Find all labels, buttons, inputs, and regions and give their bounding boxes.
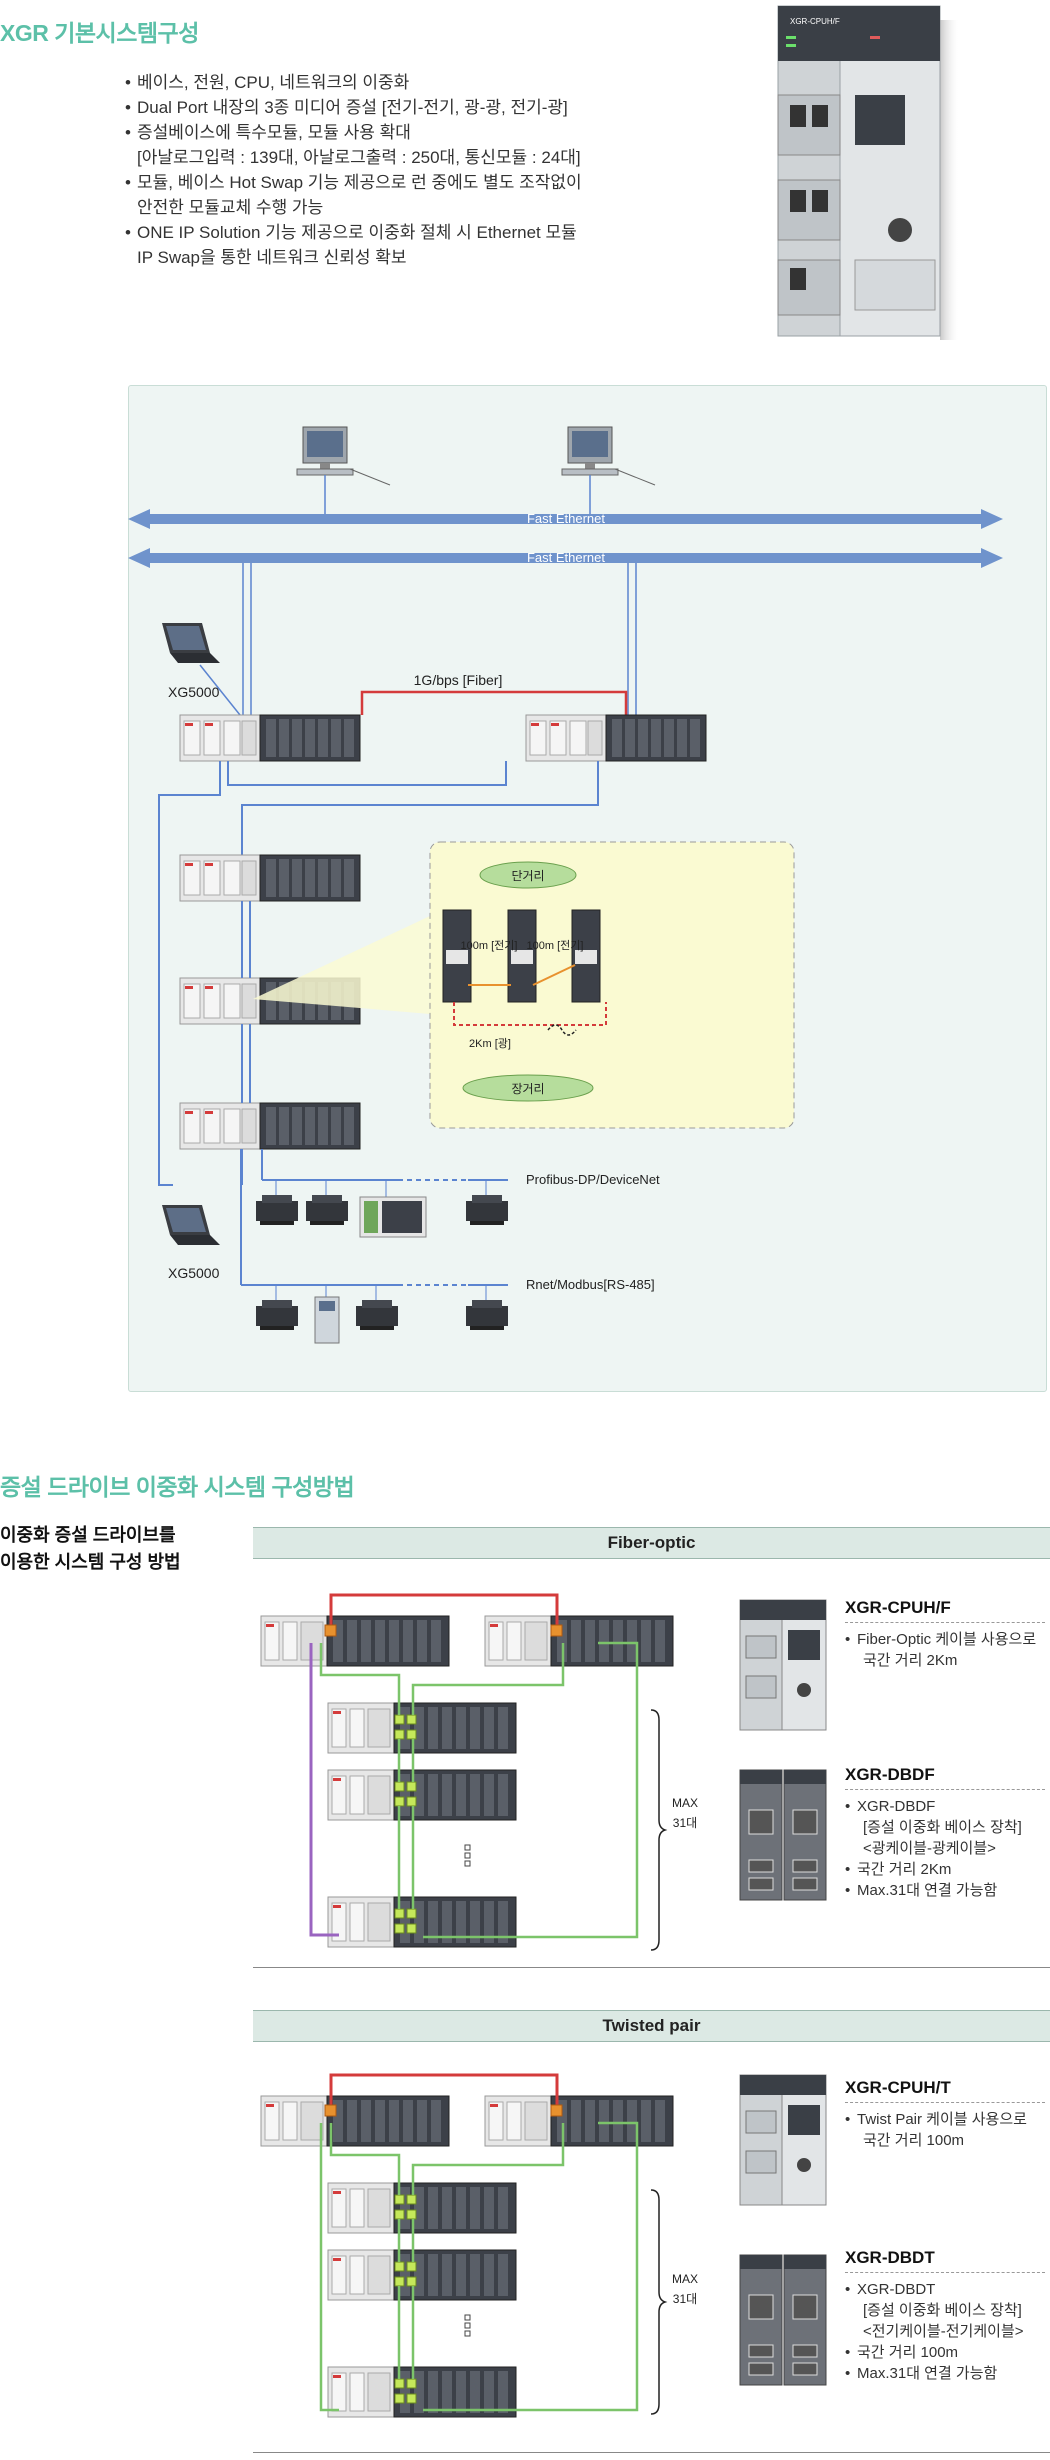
feature-item: 증설베이스에 특수모듈, 모듈 사용 확대 [125, 120, 645, 145]
field-device-icon [256, 1195, 298, 1225]
feature-item-continued: IP Swap을 통한 네트워크 신뢰성 확보 [137, 248, 407, 267]
distance-100m-left: 100m [전기] [461, 939, 518, 952]
side-label-line: 이용한 시스템 구성 방법 [0, 1552, 181, 1572]
product-feature: 국간 거리 100m [863, 2132, 965, 2149]
cpu-rack-secondary [484, 2095, 674, 2147]
product-model-label: XGR-CPUH/F [790, 17, 840, 26]
field-device-icon [256, 1300, 298, 1330]
expansion-rack [327, 2182, 517, 2234]
field-device-icon [466, 1300, 508, 1330]
product-feature: 국간 거리 100m [845, 2342, 1045, 2363]
feature-item-continued: [아날로그입력 : 139대, 아날로그출력 : 250대, 통신모듈 : 24… [137, 148, 581, 167]
section-title-expansion-redundancy: 증설 드라이브 이중화 시스템 구성방법 [0, 1474, 355, 1500]
xg5000-bottom-label: XG5000 [168, 1265, 220, 1281]
xgr-cpuh-t-info: XGR-CPUH/T Twist Pair 케이블 사용으로 국간 거리 100… [845, 2078, 1045, 2151]
product-name: XGR-CPUH/T [845, 2078, 1045, 2103]
side-label-line: 이중화 증설 드라이브를 [0, 1525, 176, 1545]
product-feature: [증설 이중화 베이스 장착] [863, 2302, 1022, 2319]
expansion-rack [327, 1896, 517, 1948]
product-name: XGR-CPUH/F [845, 1598, 1045, 1623]
feature-item: 모듈, 베이스 Hot Swap 기능 제공으로 런 중에도 별도 조작없이 [125, 170, 645, 195]
xgr-dbdf-info: XGR-DBDF XGR-DBDF [증설 이중화 베이스 장착] <광케이블-… [845, 1765, 1045, 1901]
product-feature: <전기케이블-전기케이블> [863, 2323, 1024, 2340]
cpu-rack-secondary [484, 1615, 674, 1667]
product-feature: <광케이블-광케이블> [863, 1840, 996, 1857]
xgr-dbdf-photo [739, 1769, 827, 1901]
feature-item-continued: 안전한 모듈교체 수행 가능 [137, 198, 324, 217]
cpu-rack-primary [260, 1615, 450, 1667]
field-device-icon [306, 1195, 348, 1225]
section-title-basic-system: XGR 기본시스템구성 [0, 20, 199, 46]
xgr-cpuh-t-photo [739, 2074, 827, 2206]
expansion-rack [327, 2249, 517, 2301]
divider [253, 2452, 1050, 2453]
fiber-optic-diagram: MAX 31대 [260, 1593, 698, 1951]
product-feature-list: XGR-DBDT [증설 이중화 베이스 장착] <전기케이블-전기케이블> 국… [845, 2279, 1045, 2384]
xgr-cpuh-f-info: XGR-CPUH/F Fiber-Optic 케이블 사용으로 국간 거리 2K… [845, 1598, 1045, 1671]
feature-item: Dual Port 내장의 3종 미디어 증설 [전기-전기, 광-광, 전기-… [125, 95, 645, 120]
product-feature-list: XGR-DBDF [증설 이중화 베이스 장착] <광케이블-광케이블> 국간 … [845, 1796, 1045, 1901]
laptop-icon [162, 623, 220, 663]
profibus-label: Profibus-DP/DeviceNet [526, 1172, 660, 1187]
cpu-module-photo: XGR-CPUH/F [777, 5, 958, 340]
feature-list: 베이스, 전원, CPU, 네트워크의 이중화 Dual Port 내장의 3종… [125, 70, 645, 270]
twisted-pair-diagram: MAX 31대 [260, 2073, 698, 2418]
short-distance-label: 단거리 [511, 869, 544, 883]
field-device-icon [466, 1195, 508, 1225]
distance-2km: 2Km [광] [469, 1037, 511, 1050]
expansion-rack [327, 1769, 517, 1821]
xgr-cpuh-f-photo [739, 1599, 827, 1731]
cpu-rack-secondary [525, 714, 707, 762]
product-name: XGR-DBDT [845, 2248, 1045, 2273]
feature-item: 베이스, 전원, CPU, 네트워크의 이중화 [125, 70, 645, 95]
inverter-icon [314, 1296, 340, 1344]
ethernet-band-bottom [128, 548, 1003, 568]
product-feature: 국간 거리 2Km [845, 1859, 1045, 1880]
product-feature-list: Fiber-Optic 케이블 사용으로 국간 거리 2Km [845, 1629, 1045, 1671]
section-side-label: 이중화 증설 드라이브를 이용한 시스템 구성 방법 [0, 1522, 181, 1576]
pc-icon [561, 426, 619, 476]
rnet-label: Rnet/Modbus[RS-485] [526, 1277, 655, 1292]
cpu-rack-primary [260, 2095, 450, 2147]
product-feature: [증설 이중화 베이스 장착] [863, 1819, 1022, 1836]
system-diagram: Fast Ethernet Fast Ethernet XG5000 1G/bp… [128, 426, 1003, 1344]
feature-item: ONE IP Solution 기능 제공으로 이중화 절체 시 Etherne… [125, 220, 645, 245]
twisted-pair-header: Twisted pair [253, 2010, 1050, 2042]
expansion-rack [179, 854, 361, 902]
product-feature: Fiber-Optic 케이블 사용으로 [845, 1629, 1045, 1650]
twisted-max-count: 31대 [673, 2292, 697, 2306]
cpu-rack-primary [179, 714, 361, 762]
product-feature-list: Twist Pair 케이블 사용으로 국간 거리 100m [845, 2109, 1045, 2151]
field-device-icon [356, 1300, 398, 1330]
fiber-optic-header: Fiber-optic [253, 1527, 1050, 1559]
expansion-rack [327, 1702, 517, 1754]
xgr-dbdt-photo [739, 2254, 827, 2386]
long-distance-label: 장거리 [511, 1082, 544, 1096]
ethernet-bottom-label: Fast Ethernet [527, 550, 605, 565]
pc-icon [296, 426, 354, 476]
expansion-rack [179, 1102, 361, 1150]
xgr-dbdt-info: XGR-DBDT XGR-DBDT [증설 이중화 베이스 장착] <전기케이블… [845, 2248, 1045, 2384]
xg5000-top-label: XG5000 [168, 684, 220, 700]
product-feature: XGR-DBDF [845, 1796, 1045, 1817]
product-feature: Max.31대 연결 가능함 [845, 1880, 1045, 1901]
distance-100m-right: 100m [전기] [527, 939, 584, 952]
fiber-max-count: 31대 [673, 1816, 697, 1830]
ethernet-band-top [128, 509, 1003, 529]
product-name: XGR-DBDF [845, 1765, 1045, 1790]
laptop-icon [162, 1205, 220, 1245]
fiber-max-label: MAX [672, 1796, 698, 1810]
product-feature: XGR-DBDT [845, 2279, 1045, 2300]
product-feature: Max.31대 연결 가능함 [845, 2363, 1045, 2384]
field-rack-icon [359, 1196, 427, 1238]
twisted-max-label: MAX [672, 2272, 698, 2286]
divider [253, 1967, 1050, 1968]
product-feature: 국간 거리 2Km [863, 1652, 958, 1669]
product-feature: Twist Pair 케이블 사용으로 [845, 2109, 1045, 2130]
fiber-speed-label: 1G/bps [Fiber] [414, 672, 503, 688]
ethernet-top-label: Fast Ethernet [527, 511, 605, 526]
